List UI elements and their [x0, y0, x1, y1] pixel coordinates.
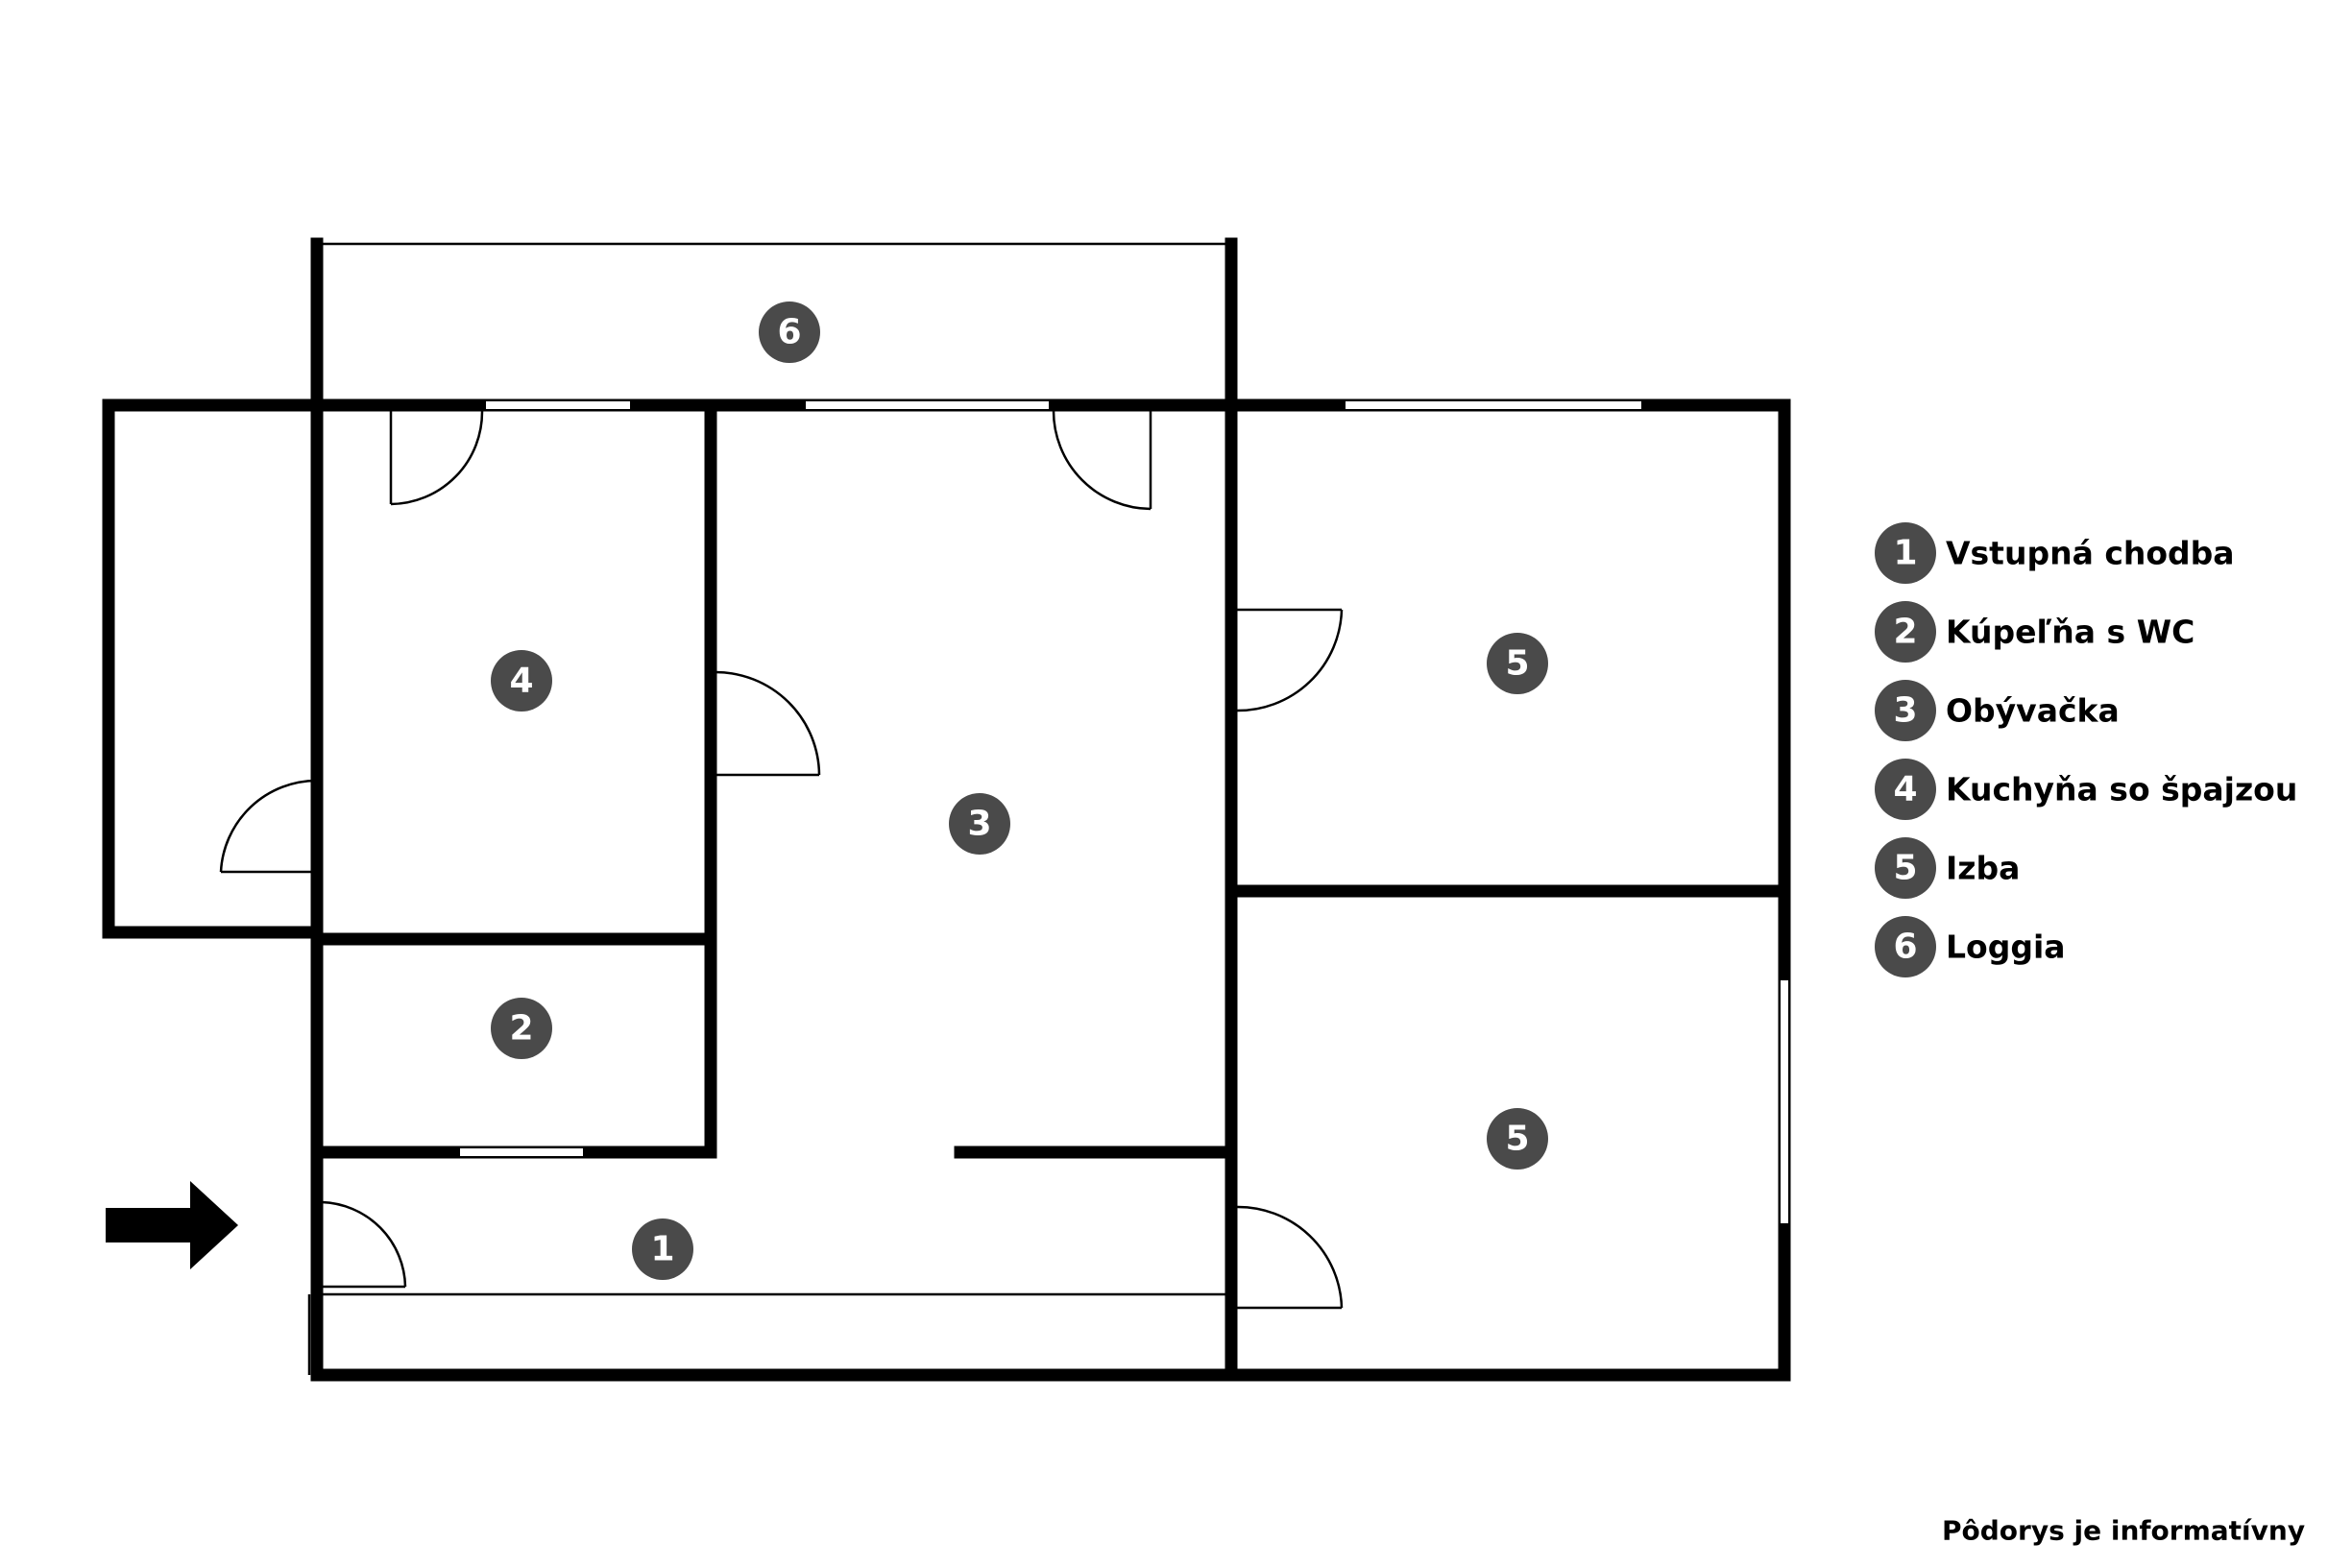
loggia-area [310, 237, 1238, 412]
legend-number: 4 [1893, 770, 1917, 809]
legend-number: 5 [1893, 849, 1917, 888]
legend-label: Obývačka [1946, 692, 2120, 730]
legend-label: Kúpeľňa s WC [1946, 614, 2194, 651]
marker-label: 4 [509, 662, 533, 701]
marker-label: 1 [650, 1230, 674, 1269]
legend-label: Izba [1946, 850, 2020, 887]
legend-item: 4 Kuchyňa so špajzou [1875, 759, 2297, 820]
door-kitchen-living [715, 670, 821, 777]
room-marker-4: 4 [491, 650, 552, 712]
disclaimer-note: Pôdorys je informatívny [1942, 1515, 2305, 1547]
legend-item: 5 Izba [1875, 837, 2020, 899]
legend-number: 3 [1893, 691, 1917, 731]
legend-label: Loggia [1946, 929, 2066, 966]
legend-item: 2 Kúpeľňa s WC [1875, 601, 2194, 663]
door-kitchen-loggia [389, 410, 484, 506]
legend-item: 1 Vstupná chodba [1875, 522, 2235, 584]
legend-number: 1 [1893, 534, 1917, 573]
window-kitchen [484, 399, 632, 411]
legend-label: Kuchyňa so špajzou [1946, 771, 2297, 808]
windows [458, 399, 1790, 1225]
door-room-bottom [1235, 1205, 1344, 1310]
marker-label: 2 [509, 1009, 533, 1049]
doors [219, 410, 1344, 1310]
window-living [804, 399, 1051, 411]
marker-label: 6 [777, 313, 801, 352]
door-room-top [1235, 608, 1344, 712]
room-marker-3: 3 [949, 793, 1010, 855]
room-marker-6: 6 [759, 302, 820, 363]
marker-label: 5 [1505, 644, 1529, 684]
room-marker-5-top: 5 [1487, 633, 1548, 694]
room-marker-1: 1 [632, 1218, 693, 1280]
marker-label: 5 [1505, 1120, 1529, 1159]
room-marker-5-bottom: 5 [1487, 1108, 1548, 1170]
arrow-right-icon [106, 1181, 238, 1269]
window-room-bottom [1779, 978, 1790, 1225]
marker-label: 3 [967, 805, 991, 844]
door-entrance [321, 1200, 407, 1289]
legend-item: 3 Obývačka [1875, 680, 2120, 741]
legend: 1 Vstupná chodba 2 Kúpeľňa s WC 3 Obývač… [1875, 522, 2297, 977]
legend-label: Vstupná chodba [1946, 535, 2235, 572]
legend-number: 6 [1893, 928, 1917, 967]
window-room-top [1344, 399, 1643, 411]
room-marker-2: 2 [491, 998, 552, 1059]
walls [102, 398, 1791, 1382]
legend-number: 2 [1893, 613, 1917, 652]
door-living-loggia [1052, 410, 1152, 511]
window-bathroom [458, 1146, 585, 1158]
legend-item: 6 Loggia [1875, 916, 2066, 977]
door-pantry [219, 779, 318, 874]
